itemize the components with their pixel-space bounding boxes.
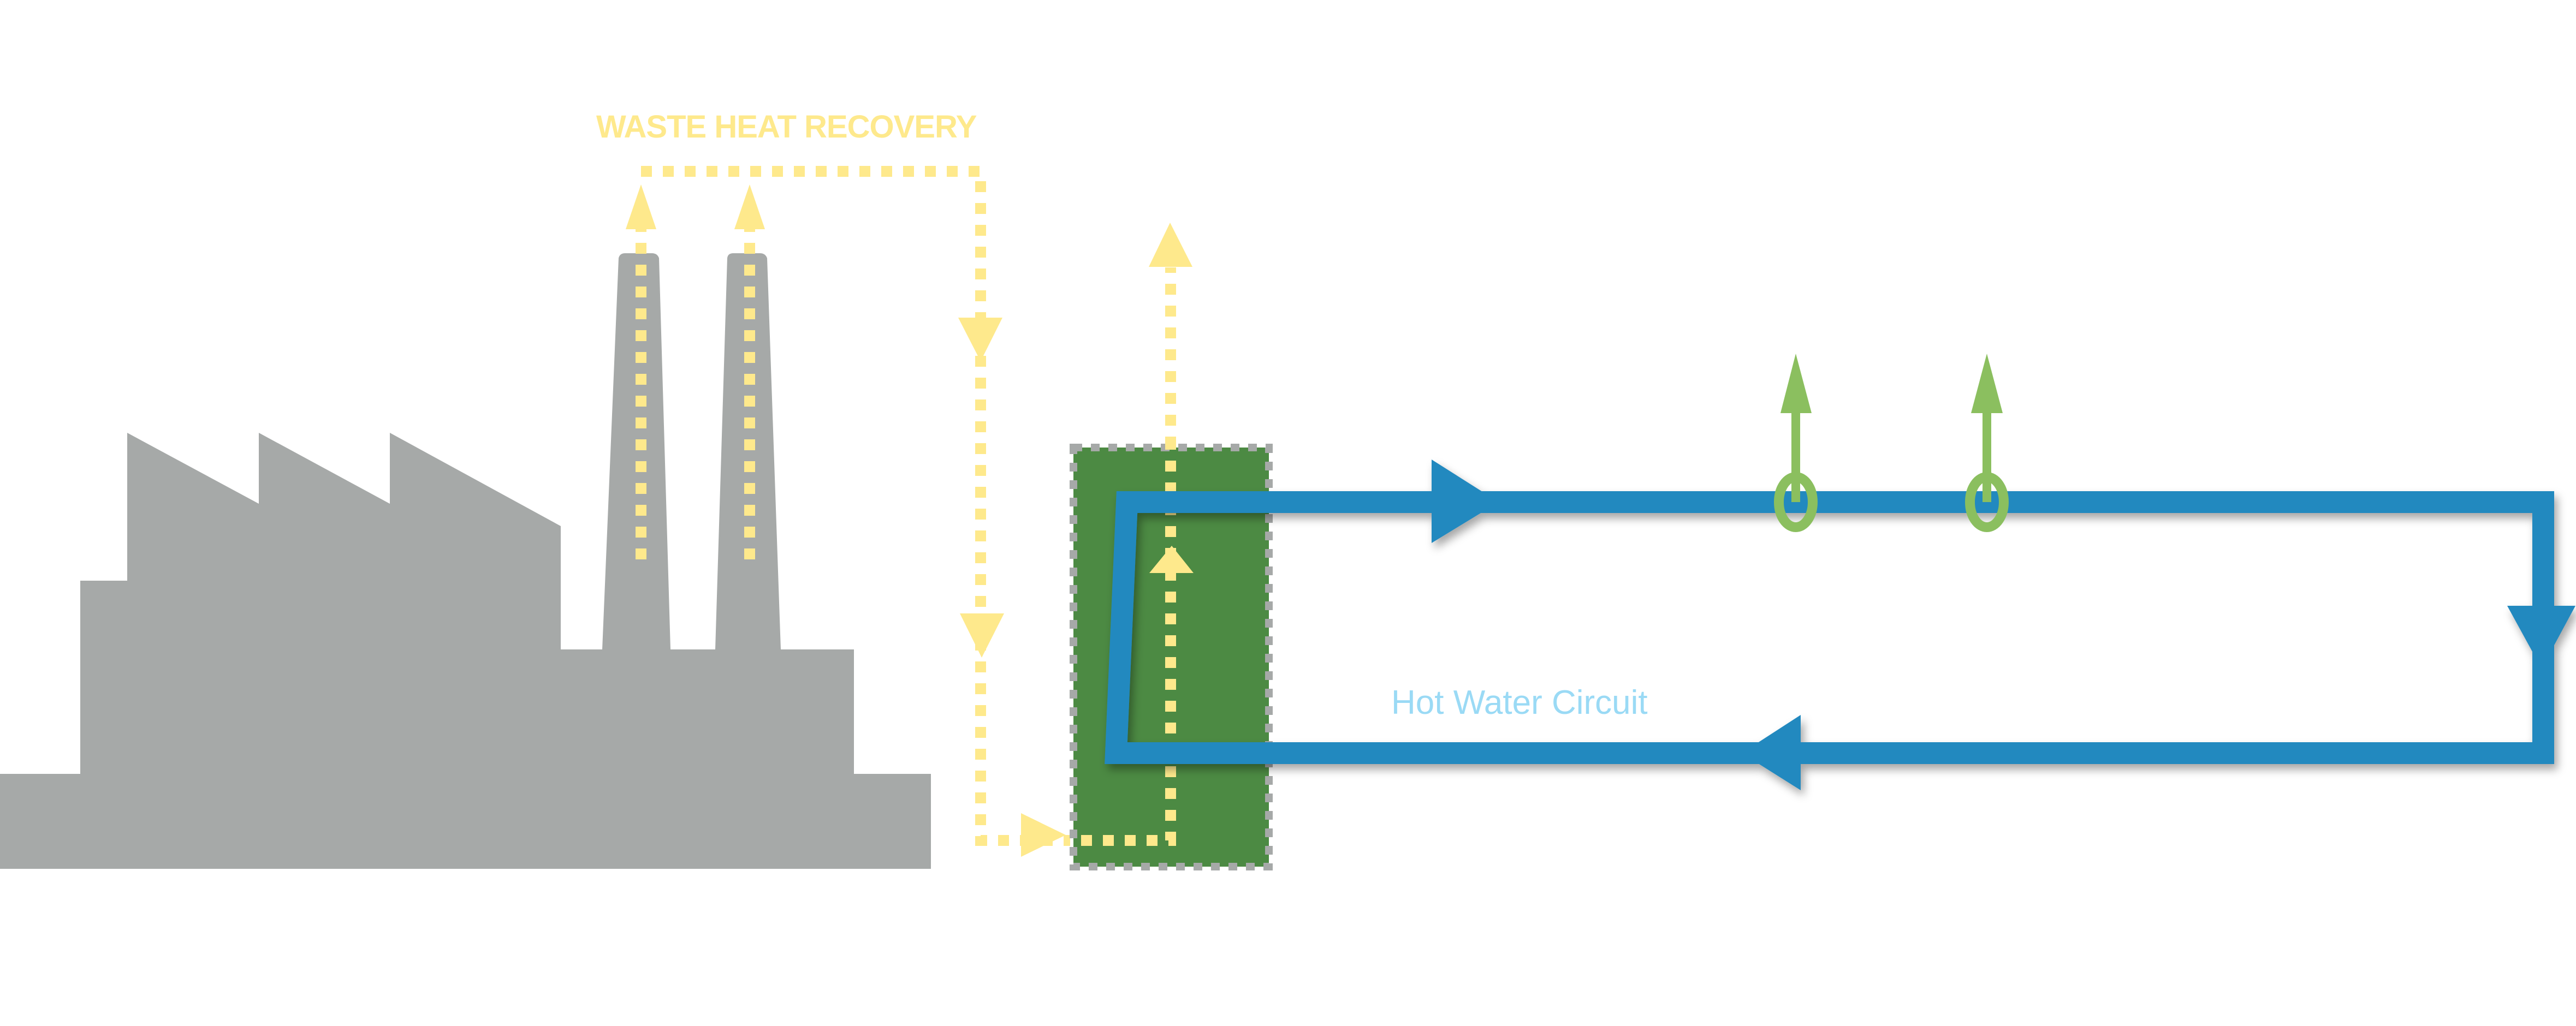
consumer-1-valve-icon bbox=[1774, 472, 1818, 532]
heat-consumer-2 bbox=[1965, 354, 2009, 532]
circuit-pipe bbox=[1105, 491, 2554, 764]
factory-icon bbox=[0, 253, 931, 869]
consumer-1-arrow-up-icon bbox=[1780, 354, 1812, 413]
duct-arrow-right-icon bbox=[1021, 813, 1066, 857]
exchanger-heat-line bbox=[1081, 267, 1176, 846]
flow-arrow-down-icon bbox=[2507, 606, 2575, 669]
flow-arrow-left-icon bbox=[1742, 715, 1801, 790]
duct-arrow-down-2-icon bbox=[960, 613, 1004, 658]
flow-arrow-right-icon bbox=[1432, 460, 1499, 543]
consumer-2-arrow-up-icon bbox=[1971, 354, 2003, 413]
chimney-2-arrow-up-icon bbox=[734, 184, 765, 229]
heat-flow-arrows bbox=[626, 184, 1194, 857]
hot-water-circuit bbox=[1105, 460, 2575, 790]
consumer-2-valve-icon bbox=[1965, 472, 2009, 532]
chimney-1-arrow-up-icon bbox=[626, 184, 656, 229]
diagram-title: WASTE HEAT RECOVERY bbox=[596, 109, 977, 145]
exchanger-arrow-up-icon bbox=[1149, 546, 1194, 573]
duct-arrow-down-1-icon bbox=[958, 318, 1002, 361]
exhaust-arrow-up-icon bbox=[1149, 223, 1192, 267]
circuit-label: Hot Water Circuit bbox=[1391, 684, 1648, 721]
heat-consumer-1 bbox=[1774, 354, 1818, 532]
